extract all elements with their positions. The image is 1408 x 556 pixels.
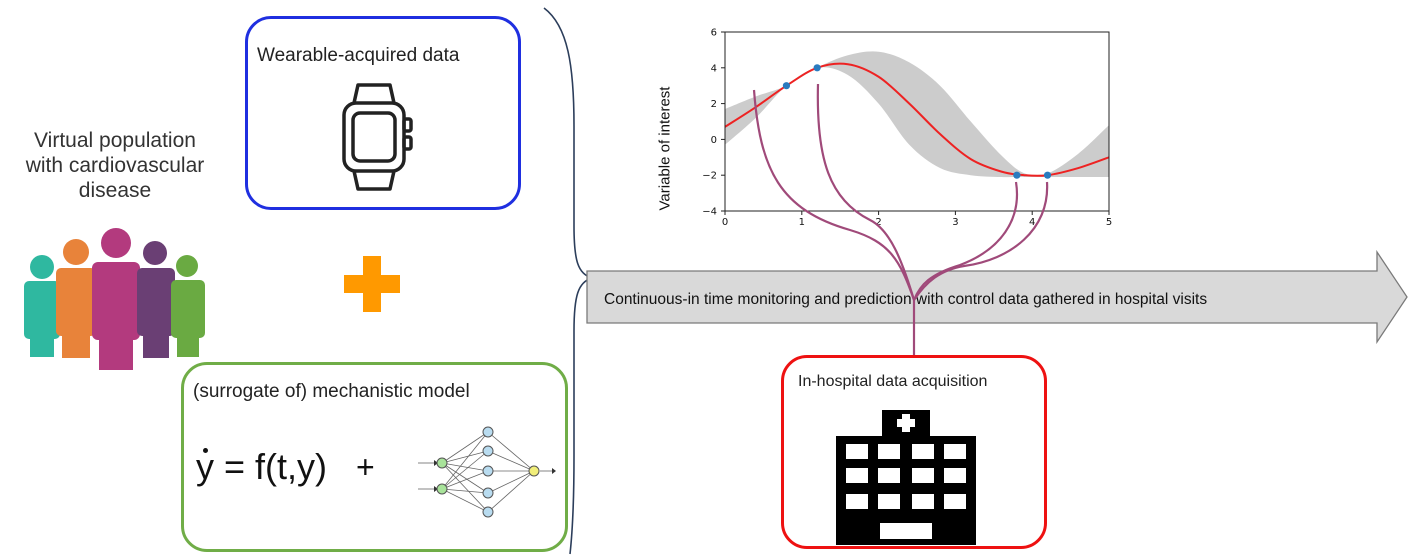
y-tick-label: 0 bbox=[711, 135, 717, 146]
timeline-arrow-label: Continuous-in time monitoring and predic… bbox=[604, 291, 1208, 308]
hospital-building-icon bbox=[836, 410, 976, 545]
hospital-box-label: In-hospital data acquisition bbox=[798, 373, 988, 390]
confidence-band bbox=[725, 51, 1109, 178]
model-plus: + bbox=[356, 449, 375, 485]
x-tick-label: 5 bbox=[1106, 217, 1112, 228]
mechanistic-model-box: (surrogate of) mechanistic model bbox=[181, 362, 568, 552]
person-2 bbox=[56, 239, 96, 358]
plus-sign-icon bbox=[344, 256, 400, 312]
observation-point bbox=[813, 64, 821, 72]
wearable-data-box: Wearable-acquired data bbox=[245, 16, 521, 210]
model-box-label: (surrogate of) mechanistic model bbox=[193, 381, 470, 402]
person-1 bbox=[24, 255, 60, 357]
y-tick-label: −2 bbox=[702, 171, 717, 182]
population-title: Virtual population with cardiovascular d… bbox=[25, 129, 205, 202]
neural-network-icon bbox=[418, 426, 556, 518]
prediction-chart: 0 1 2 3 4 5 −4 −2 0 2 4 6 bbox=[702, 28, 1112, 229]
person-4 bbox=[137, 241, 175, 358]
observation-connectors bbox=[752, 83, 1049, 360]
y-tick-label: 4 bbox=[711, 63, 717, 74]
x-tick-label: 2 bbox=[875, 217, 881, 228]
x-tick-label: 0 bbox=[722, 217, 728, 228]
ode-equation: y = f(t,y) bbox=[196, 446, 328, 487]
y-tick-label: 2 bbox=[711, 99, 717, 110]
observation-point bbox=[782, 82, 791, 90]
smartwatch-icon bbox=[342, 83, 413, 191]
y-tick-label: 6 bbox=[711, 28, 717, 39]
person-3 bbox=[92, 228, 140, 370]
person-5 bbox=[171, 255, 205, 357]
observation-point bbox=[1013, 171, 1021, 179]
y-tick-label: −4 bbox=[702, 207, 717, 218]
x-tick-label: 4 bbox=[1029, 217, 1035, 228]
hospital-data-box: In-hospital data acquisition bbox=[781, 355, 1047, 549]
timeline-arrow bbox=[586, 249, 1408, 345]
ode-derivative-dot bbox=[203, 448, 208, 453]
x-tick-label: 3 bbox=[952, 217, 958, 228]
chart-ylabel: Variable of interest bbox=[656, 86, 674, 211]
virtual-population-icon bbox=[24, 228, 205, 370]
observation-point bbox=[1043, 171, 1052, 179]
plot-frame bbox=[724, 31, 1110, 212]
wearable-box-label: Wearable-acquired data bbox=[257, 45, 460, 66]
x-tick-label: 1 bbox=[799, 217, 805, 228]
